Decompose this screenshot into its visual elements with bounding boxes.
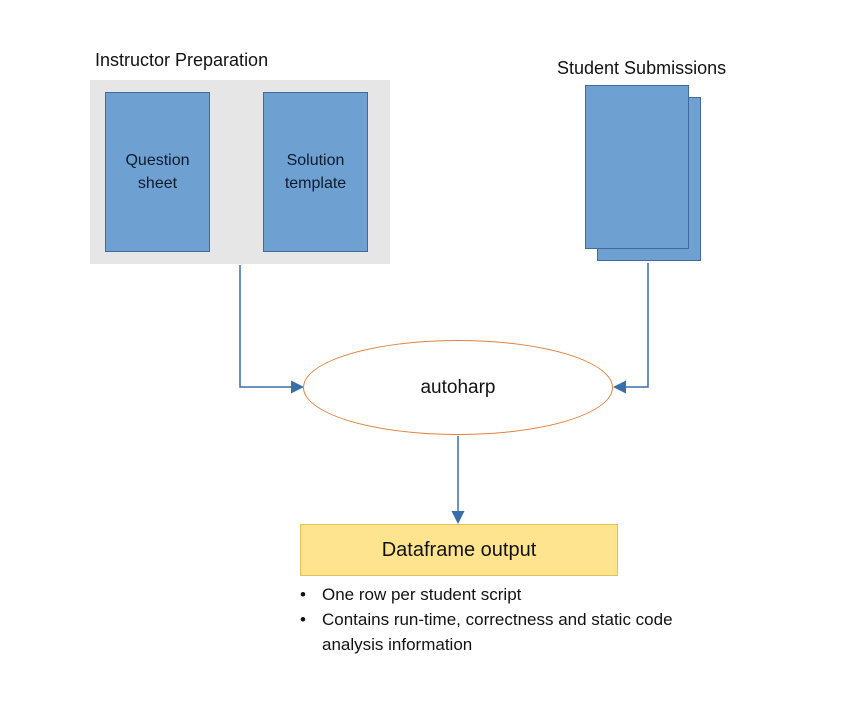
bullet-marker: • [300, 585, 306, 604]
student-submissions-title: Student Submissions [557, 58, 727, 78]
question-sheet-label: Question sheet [125, 151, 190, 192]
bullet-text: Contains run-time, correctness and stati… [322, 610, 673, 655]
arrow-submissions-to-autoharp [613, 263, 649, 394]
list-item: • One row per student script [298, 582, 688, 607]
arrow-instructor-to-autoharp [239, 265, 304, 394]
arrow-autoharp-to-output [451, 436, 465, 524]
autoharp-label: autoharp [420, 376, 496, 398]
student-submission-doc-front [585, 85, 689, 249]
solution-template-label: Solution template [284, 151, 347, 192]
solution-template-box: Solution template [263, 92, 368, 252]
dataframe-output-label: Dataframe output [381, 538, 537, 561]
list-item: • Contains run-time, correctness and sta… [298, 607, 688, 657]
question-sheet-box: Question sheet [105, 92, 210, 252]
output-notes-list: • One row per student script • Contains … [298, 582, 688, 657]
autoharp-ellipse: autoharp [303, 340, 613, 435]
bullet-text: One row per student script [322, 585, 522, 604]
instructor-prep-title: Instructor Preparation [95, 50, 269, 70]
bullet-marker: • [300, 610, 306, 630]
dataframe-output-box: Dataframe output [300, 524, 618, 576]
